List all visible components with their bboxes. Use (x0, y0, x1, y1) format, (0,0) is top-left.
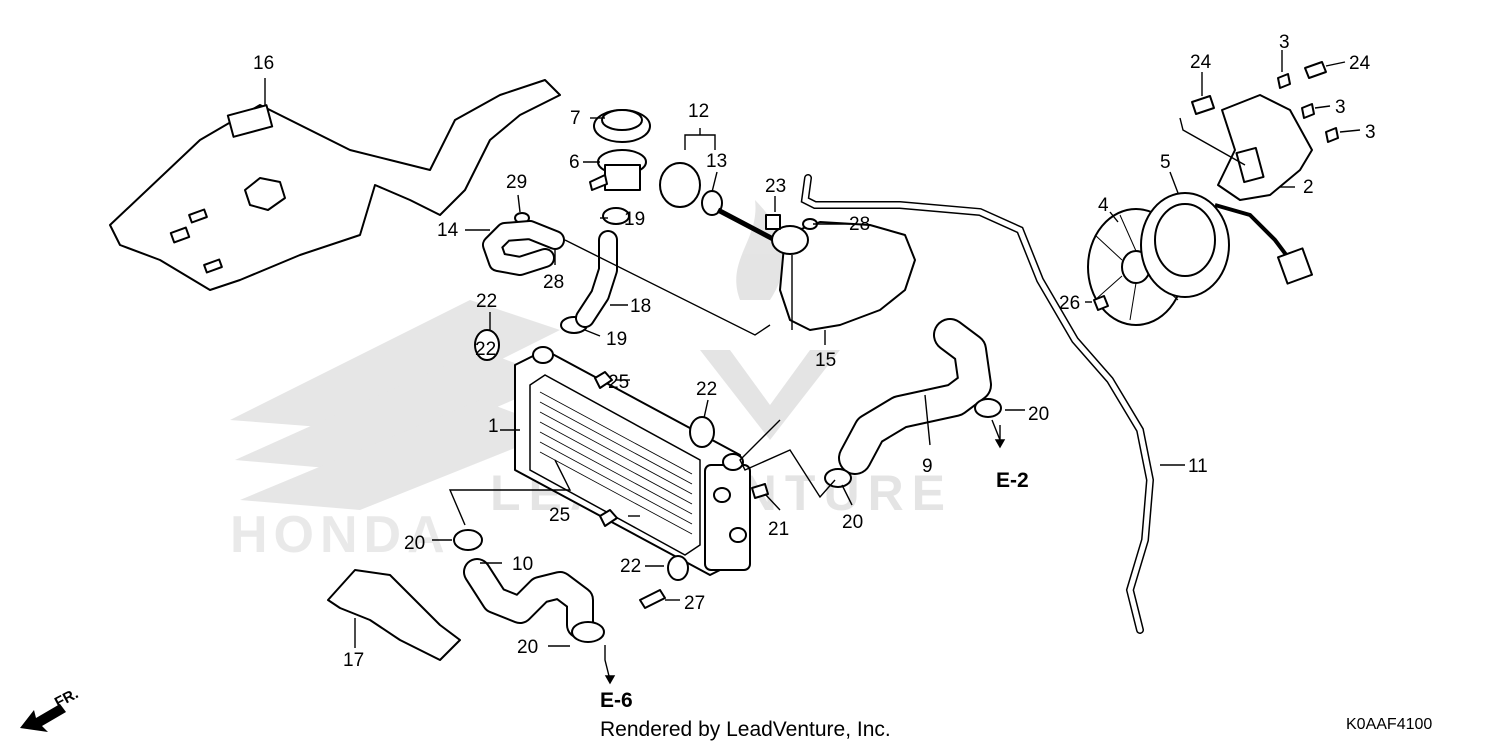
hose-clamp-part (571, 621, 605, 643)
front-arrow-icon (20, 704, 66, 732)
hose-clamp-part (974, 398, 1002, 418)
screw-part (1277, 73, 1291, 89)
part-number-label-24[interactable]: 24 (1349, 53, 1371, 74)
part-number-labels: 1233345679101112131415161718191920202020… (253, 32, 1376, 671)
under-cover-slot (203, 258, 223, 274)
screw-part (1325, 127, 1339, 143)
part-number-label-25[interactable]: 25 (549, 505, 570, 526)
reference-e6-label[interactable]: E-6 (600, 689, 633, 712)
reference-e2-label[interactable]: E-2 (996, 469, 1029, 492)
radiator-inlet (532, 346, 554, 364)
under-cover-slot (188, 208, 208, 224)
radiator-side-tank (704, 464, 751, 571)
part-number-label-13[interactable]: 13 (706, 151, 727, 172)
radiator-core (529, 374, 701, 556)
part-number-label-19[interactable]: 19 (606, 329, 627, 350)
radiator-fins (539, 391, 693, 535)
honda-wing-watermark: HONDA (230, 300, 560, 564)
fan-connector (1276, 247, 1314, 285)
screw-part (1301, 103, 1315, 119)
part-number-label-12[interactable]: 12 (688, 101, 709, 122)
part-number-label-26[interactable]: 26 (1059, 293, 1080, 314)
drain-bolt-part (751, 483, 769, 499)
bolt-part (765, 214, 781, 230)
part-number-label-22[interactable]: 22 (476, 291, 497, 312)
part-number-label-1[interactable]: 1 (488, 416, 499, 437)
radiator-bracket-part (327, 569, 461, 661)
diagram-code: K0AAF4100 (1346, 716, 1433, 733)
filler-neck-pipe (589, 174, 608, 191)
part-number-label-23[interactable]: 23 (765, 176, 786, 197)
part-number-label-15[interactable]: 15 (815, 350, 836, 371)
part-number-label-20[interactable]: 20 (517, 637, 538, 658)
part-number-label-2[interactable]: 2 (1303, 177, 1314, 198)
fan-motor-face (1154, 203, 1216, 277)
part-number-label-21[interactable]: 21 (768, 519, 789, 540)
part-number-label-22[interactable]: 22 (696, 379, 717, 400)
leader-lines (264, 50, 1361, 685)
reservoir-cap-part (659, 162, 701, 208)
hose-clamp-part (602, 207, 630, 225)
part-number-label-3[interactable]: 3 (1365, 122, 1376, 143)
part-number-label-27[interactable]: 27 (684, 593, 705, 614)
dipstick-part (716, 207, 777, 243)
fan-shroud-part (1217, 94, 1313, 201)
part-number-label-9[interactable]: 9 (922, 456, 933, 477)
part-number-label-20[interactable]: 20 (1028, 404, 1049, 425)
part-number-label-20[interactable]: 20 (842, 512, 863, 533)
under-cover-slot (169, 226, 191, 244)
clip-part (594, 371, 613, 389)
part-number-label-4[interactable]: 4 (1098, 195, 1109, 216)
credit-text: Rendered by LeadVenture, Inc. (600, 718, 891, 741)
part-number-label-10[interactable]: 10 (512, 554, 533, 575)
clip-part (599, 509, 618, 527)
part-number-label-3[interactable]: 3 (1335, 97, 1346, 118)
under-cover-tab (226, 104, 274, 138)
part-number-label-6[interactable]: 6 (569, 152, 580, 173)
part-number-label-18[interactable]: 18 (630, 296, 651, 317)
part-number-label-28[interactable]: 28 (543, 272, 564, 293)
hose-clamp-part (824, 468, 852, 488)
part-number-label-19[interactable]: 19 (624, 209, 645, 230)
part-number-label-3[interactable]: 3 (1279, 32, 1290, 53)
fan-motor-wire (1214, 203, 1292, 262)
part-number-label-7[interactable]: 7 (570, 108, 581, 129)
under-cover-part (109, 79, 561, 291)
part-number-label-5[interactable]: 5 (1160, 152, 1171, 173)
reserve-tank-part (779, 221, 916, 331)
grommet-part (689, 416, 715, 448)
filler-neck-body (604, 164, 641, 191)
part-number-label-22[interactable]: 22 (475, 339, 496, 360)
part-number-label-28[interactable]: 28 (849, 214, 870, 235)
nut-part (1093, 295, 1109, 311)
part-number-label-11[interactable]: 11 (1188, 456, 1208, 477)
part-number-label-24[interactable]: 24 (1190, 52, 1212, 73)
part-number-label-25[interactable]: 25 (608, 372, 629, 393)
part-number-label-29[interactable]: 29 (506, 172, 527, 193)
under-cover-hole (244, 177, 286, 211)
reserve-tank-neck (771, 225, 809, 255)
bolt-part (1191, 95, 1215, 115)
part-number-label-16[interactable]: 16 (253, 53, 274, 74)
part-number-label-22[interactable]: 22 (620, 556, 641, 577)
part-number-label-20[interactable]: 20 (404, 533, 425, 554)
hose-clamp-part (453, 529, 483, 551)
bolt-part (639, 589, 666, 609)
radiator-cap-top (601, 109, 643, 131)
radiator-outlet (722, 453, 744, 471)
bolt-part (1304, 61, 1327, 79)
front-direction-indicator: FR. (20, 685, 81, 732)
part-number-label-14[interactable]: 14 (437, 220, 459, 241)
part-number-label-17[interactable]: 17 (343, 650, 364, 671)
grommet-part (474, 329, 500, 361)
honda-watermark-text: HONDA (230, 506, 451, 564)
grommet-part (667, 555, 689, 581)
